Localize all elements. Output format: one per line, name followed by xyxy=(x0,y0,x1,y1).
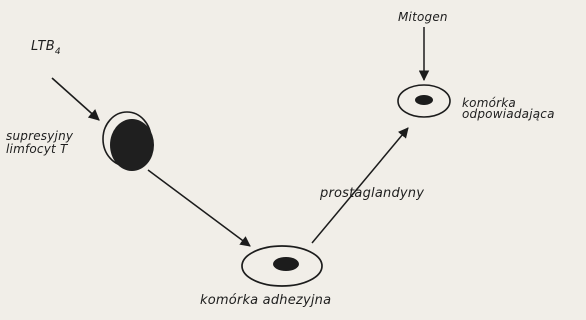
adherent-cell xyxy=(242,246,322,286)
responder-cell xyxy=(398,85,450,117)
ltb4-label: LTB4 xyxy=(31,40,61,55)
responder-label-line2: odpowiadająca xyxy=(462,108,555,121)
responder-cell-nucleus xyxy=(415,95,433,105)
suppressor-t-cell xyxy=(103,112,154,171)
adherent-cell-nucleus xyxy=(273,257,299,271)
mitogen-label: Mitogen xyxy=(398,11,448,24)
arrow-ltb4-to-suppressor xyxy=(52,78,99,120)
suppressor-t-cell-nucleus xyxy=(110,119,154,171)
ltb4-label-subscript: 4 xyxy=(55,47,61,57)
suppressor-label-line2: limfocyt T xyxy=(6,143,67,156)
ltb4-label-text: LTB xyxy=(31,39,55,54)
prostaglandins-label: prostaglandyny xyxy=(320,187,424,200)
arrow-suppressor-to-adherent xyxy=(148,170,250,246)
adherent-label: komórka adhezyjna xyxy=(200,294,331,307)
